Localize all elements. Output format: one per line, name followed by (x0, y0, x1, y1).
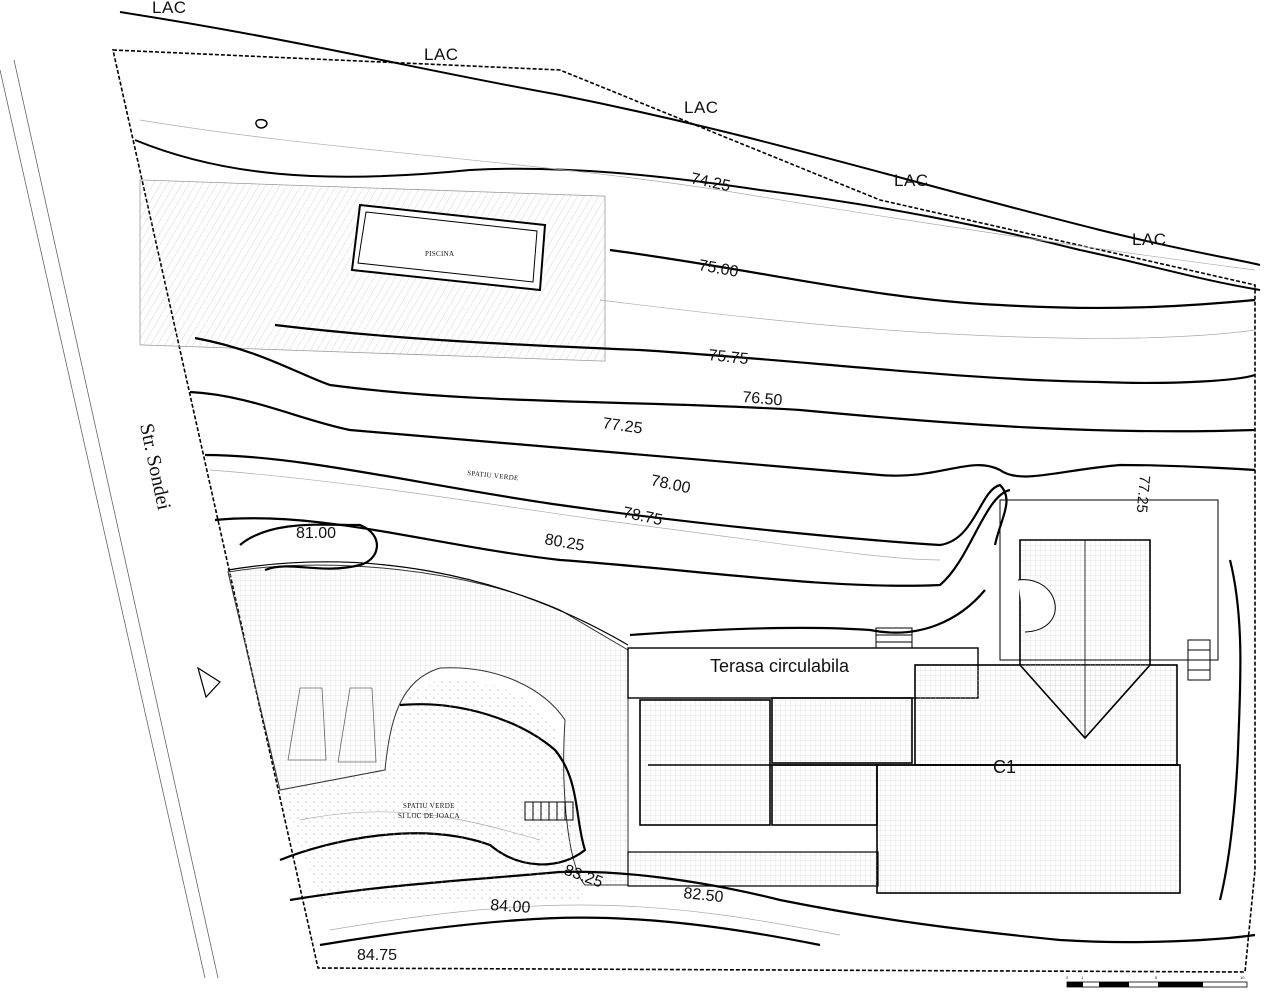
svg-text:82.50: 82.50 (683, 885, 725, 906)
pool-label: PISCINA (425, 250, 454, 258)
north-arrow-icon (197, 666, 221, 699)
svg-text:75.75: 75.75 (708, 347, 750, 368)
terrace-label: Terasa circulabila (710, 656, 850, 676)
svg-text:78.00: 78.00 (649, 472, 692, 497)
svg-text:10: 10 (1240, 975, 1245, 980)
play-area-label-2: SI LOC DE JOACA (398, 812, 460, 820)
svg-text:84.00: 84.00 (490, 897, 531, 917)
parked-cars (287, 687, 377, 763)
property-boundary (111, 49, 1256, 973)
driveway-edge (227, 561, 629, 646)
lake-label-4: LAC (894, 171, 929, 190)
pool (350, 203, 547, 292)
lake-shore (119, 11, 1261, 291)
lake-label-5: LAC (1132, 230, 1167, 249)
building-label: C1 (993, 757, 1016, 777)
svg-text:80.25: 80.25 (543, 531, 585, 555)
svg-text:75.00: 75.00 (697, 257, 739, 281)
lake-label-1: LAC (152, 0, 187, 17)
play-area (280, 679, 585, 905)
lake-label-2: LAC (424, 45, 459, 64)
street-label: Str. Sondei (135, 421, 175, 512)
survey-point-icon (255, 118, 268, 129)
scale-bar: 0 1 5 10 (1066, 975, 1248, 988)
street-lines (0, 59, 219, 979)
svg-text:77.25: 77.25 (1133, 475, 1153, 514)
play-area-label-1: SPATIU VERDE (403, 802, 455, 810)
svg-text:74.25: 74.25 (689, 170, 732, 195)
svg-text:76.50: 76.50 (742, 389, 783, 409)
building (627, 499, 1219, 894)
contour-lines (189, 248, 1256, 947)
svg-text:84.75: 84.75 (357, 947, 397, 964)
svg-text:81.00: 81.00 (296, 525, 336, 542)
lake-label-3: LAC (684, 98, 719, 117)
svg-text:1: 1 (1081, 975, 1084, 980)
svg-text:0: 0 (1066, 975, 1069, 980)
svg-text:77.25: 77.25 (601, 415, 643, 437)
stairs (524, 627, 1211, 821)
svg-text:5: 5 (1155, 975, 1158, 980)
green-space-label: SPATIU VERDE (467, 469, 519, 482)
